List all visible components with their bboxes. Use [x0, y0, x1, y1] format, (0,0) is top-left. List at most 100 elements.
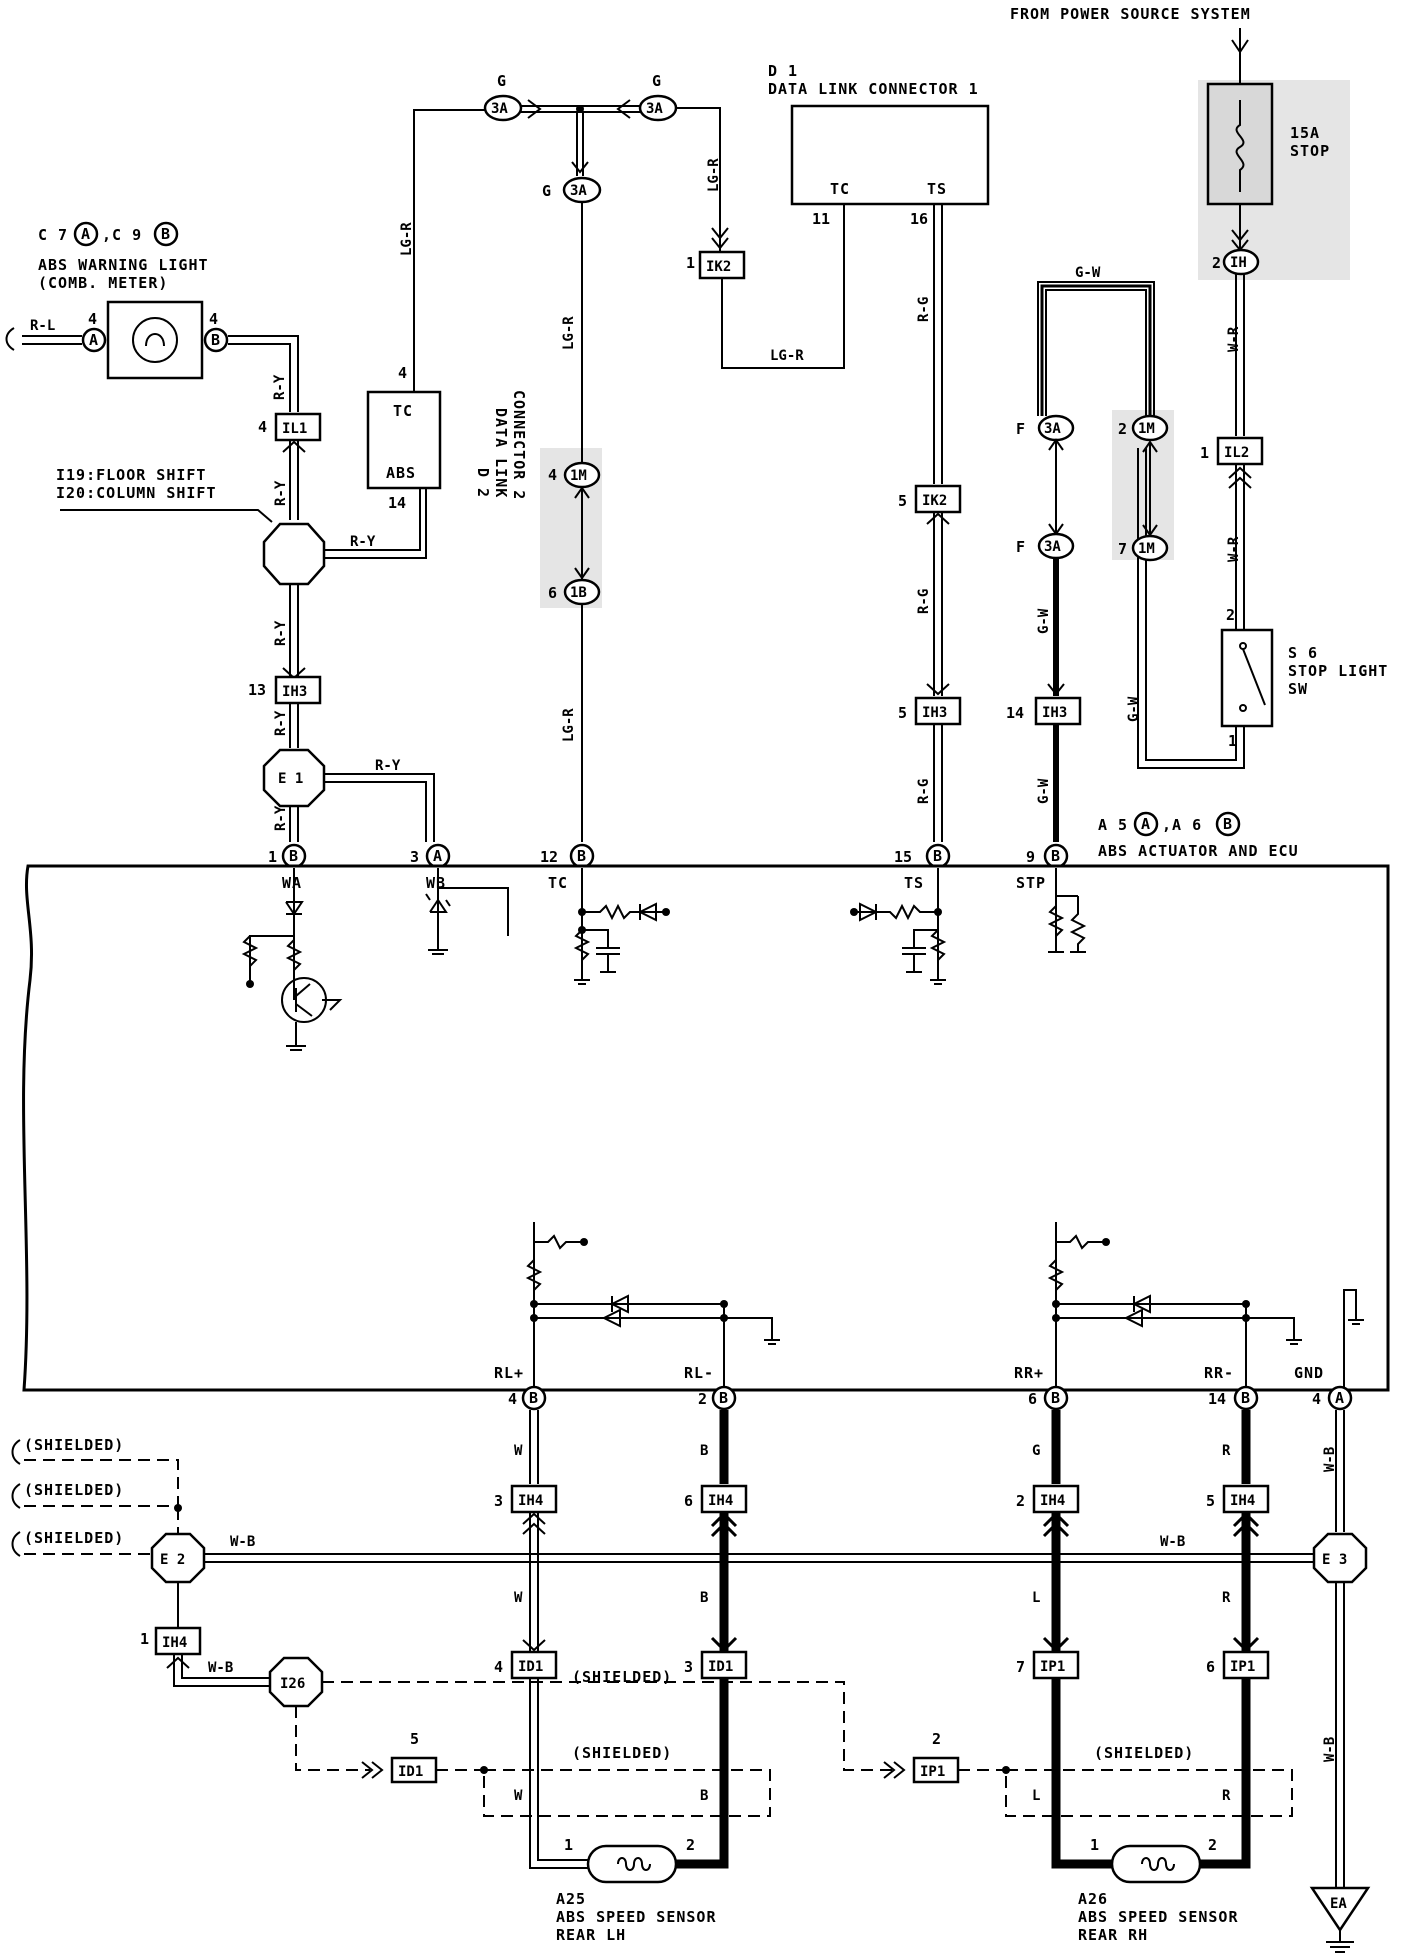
- ih4-rlp-pin-3: 3: [494, 1492, 503, 1510]
- a6-b-marker: [1215, 811, 1241, 837]
- 3a-f-bottom-label: 3A: [1044, 539, 1061, 555]
- column-shift-label: I20:COLUMN SHIFT: [56, 484, 217, 502]
- wr-wire-label-1: W-R: [1226, 326, 1242, 352]
- rg-wire-ih3-ts: [933, 724, 943, 842]
- ts-internal-circuit: [852, 868, 947, 985]
- ry-wire-label-5: R-Y: [273, 710, 289, 736]
- gnd-internal-circuit: [1343, 1289, 1364, 1390]
- ry-wire-e1-wb: [324, 773, 435, 842]
- rg-wire-ik2-ih3: [926, 512, 950, 696]
- abs-speed-sensor-rear-lh: [586, 1844, 678, 1884]
- id1-small-pin-5: 5: [410, 1730, 419, 1748]
- wb-wire-label-2: W-B: [1160, 1534, 1185, 1550]
- b-wire-arrows: [710, 1511, 738, 1653]
- ih3-left-label: IH3: [282, 684, 307, 700]
- ih4-rlp-label: IH4: [518, 1493, 543, 1509]
- wb-wire-e3-ea: [1335, 1582, 1345, 1890]
- ih3-pin-13: 13: [248, 681, 266, 699]
- ecu-pin-14b: 14: [1208, 1390, 1226, 1408]
- a25-pin-1: 1: [564, 1836, 573, 1854]
- l-wire-ip1-sensor: [1051, 1678, 1112, 1869]
- c7-a-letter: A: [81, 225, 90, 243]
- connector-3a-left: [483, 94, 523, 122]
- e1-label: E 1: [278, 771, 303, 787]
- c7-label: C 7: [38, 226, 68, 244]
- connector-ih4-left: [154, 1626, 202, 1656]
- connector-ih4-rrm: [1222, 1484, 1270, 1514]
- rg-wire-label-2: R-G: [916, 589, 932, 614]
- ecu-ts-pin-label: TS: [904, 874, 924, 892]
- rg-wire-label-3: R-G: [916, 779, 932, 804]
- a5-label: A 5: [1098, 816, 1128, 834]
- r-wire-label-2: R: [1222, 1590, 1231, 1606]
- w-wire-label-1: W: [514, 1443, 523, 1459]
- il2-pin-1: 1: [1200, 444, 1209, 462]
- ecu-tc-letter: B: [577, 847, 586, 865]
- ecu-pin-9b: 9: [1026, 848, 1035, 866]
- abs-actuator-label: ABS ACTUATOR AND ECU: [1098, 842, 1299, 860]
- ecu-rlp-pin-label: RL+: [494, 1364, 524, 1382]
- connector-il2: [1216, 436, 1264, 466]
- ih4-rlm-pin-6: 6: [684, 1492, 693, 1510]
- ry-wire-il1-junction: [282, 440, 306, 520]
- a6-b-letter: B: [1223, 815, 1232, 833]
- ih4-left-label: IH4: [162, 1635, 187, 1651]
- a26-id: A26: [1078, 1890, 1108, 1908]
- rl-node-3: [530, 1314, 538, 1322]
- 1b-label: 1B: [570, 585, 587, 601]
- ip1-small-label: IP1: [920, 1764, 945, 1780]
- d1-pin-16: 16: [910, 210, 928, 228]
- fuse-element-icon: [1235, 100, 1245, 192]
- gw-wire-label-3: G-W: [1036, 608, 1052, 634]
- tc-node-2: [578, 926, 586, 934]
- switch-lever-icon: [1242, 648, 1266, 706]
- shield-i26-id1: [295, 1706, 370, 1771]
- shielded-label-rh-inner: (SHIELDED): [1094, 1744, 1194, 1762]
- rr-node-1: [1102, 1238, 1110, 1246]
- d2-tc-pin-4: 4: [398, 364, 407, 382]
- rg-wire-d1-ik2: [933, 204, 943, 484]
- warning-light-a-marker: [81, 327, 107, 353]
- gw-wire-loop: [1137, 448, 1245, 769]
- power-source-label: FROM POWER SOURCE SYSTEM: [1010, 5, 1251, 23]
- ecu-wb-letter: A: [433, 847, 442, 865]
- 1m-right-bottom-label: 1M: [1138, 541, 1155, 557]
- gw-wire-label-4: G-W: [1036, 778, 1052, 804]
- ecu-gnd-letter: A: [1335, 1389, 1344, 1407]
- c9-b-marker: [153, 221, 179, 247]
- 3a-f-top-label: 3A: [1044, 421, 1061, 437]
- 3a-center-label: 3A: [570, 183, 587, 199]
- 3a-f-bottom-wire: F: [1016, 538, 1026, 556]
- 1m-right-top-label: 1M: [1138, 421, 1155, 437]
- g-3a-center-wire: G: [542, 182, 552, 200]
- w-wire-id1-sensor: [529, 1678, 588, 1869]
- connector-ip1-small: [912, 1756, 960, 1784]
- data-link-connector-1: [790, 104, 990, 206]
- id1-rlp-pin-4: 4: [494, 1658, 503, 1676]
- d2-name: DATA LINK: [492, 408, 510, 498]
- a5-a-marker: [1133, 811, 1159, 837]
- ip1-small-pin-2: 2: [932, 1730, 941, 1748]
- shield-brace-1: [11, 1439, 21, 1465]
- ecu-pin-4a: 4: [1312, 1390, 1321, 1408]
- id1-rlp-label: ID1: [518, 1659, 543, 1675]
- ecu-rlm-letter: B: [719, 1389, 728, 1407]
- ecu-stp-pin-label: STP: [1016, 874, 1046, 892]
- gw-wire-top-thick: [1040, 284, 1152, 416]
- id1-rlm-pin-3: 3: [684, 1658, 693, 1676]
- rr-node-5: [1242, 1314, 1250, 1322]
- gw-wire-ih3-arrow: [1047, 683, 1065, 696]
- switch-contact-bottom: [1239, 704, 1247, 712]
- connector-ih3-mid: [914, 696, 962, 726]
- junction-i19-i20: [262, 522, 326, 586]
- a5-a-letter: A: [1141, 815, 1150, 833]
- connector-ih4-rlm: [700, 1484, 748, 1514]
- ip1-rrp-pin-7: 7: [1016, 1658, 1025, 1676]
- stp-internal-circuit: [1047, 868, 1087, 953]
- ecu-stp-letter: B: [1051, 847, 1060, 865]
- 1b-pin-6: 6: [548, 584, 557, 602]
- shield-line-3: [24, 1508, 179, 1555]
- d2-tc-pin-label: TC: [393, 402, 413, 420]
- shield-i26-top: [322, 1681, 892, 1771]
